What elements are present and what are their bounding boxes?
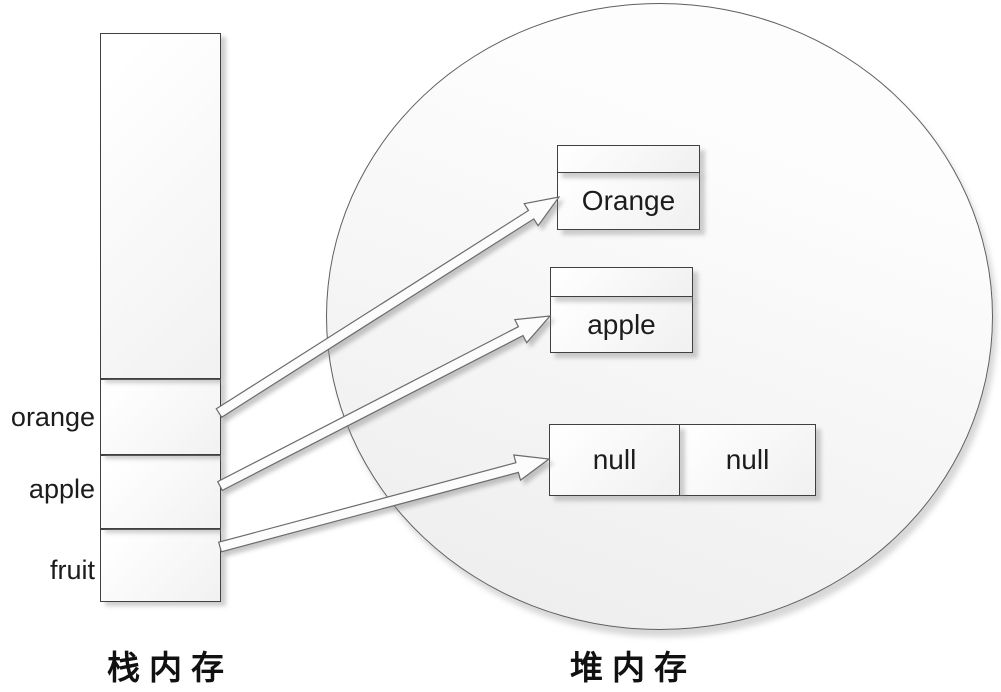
heap-object-apple-value: apple xyxy=(550,296,693,353)
stack-cell-fruit xyxy=(100,529,221,602)
array-cell-1: null xyxy=(679,424,816,496)
stack-var-fruit: fruit xyxy=(49,555,95,585)
stack-var-orange: orange xyxy=(10,402,95,432)
heap-object-orange-header xyxy=(557,145,700,173)
stack-cell-orange xyxy=(100,379,221,455)
stack-var-apple: apple xyxy=(28,474,95,504)
heap-object-apple-header xyxy=(550,267,693,297)
heap-object-orange-value: Orange xyxy=(557,172,700,230)
heap-object-array: null null xyxy=(549,424,816,496)
heap-object-apple: apple xyxy=(550,267,693,353)
heap-object-orange: Orange xyxy=(557,145,700,230)
stack-region-caption: 栈内存 xyxy=(107,648,233,687)
stack-cell-empty xyxy=(100,33,221,379)
stack-cell-apple xyxy=(100,455,221,529)
array-cell-0: null xyxy=(549,424,680,496)
heap-region-caption: 堆内存 xyxy=(570,648,696,687)
